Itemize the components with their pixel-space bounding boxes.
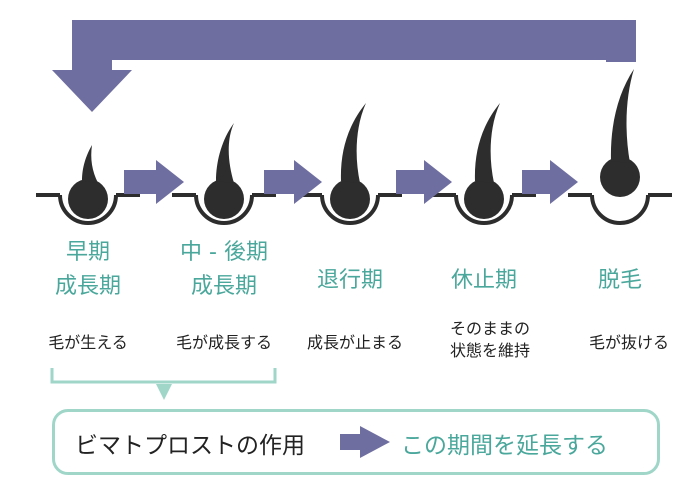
follicle-shedding: [568, 69, 672, 225]
hair-shaft: [610, 69, 634, 163]
follicle-cup: [454, 194, 514, 225]
follicle-telogen: [432, 103, 536, 225]
progress-arrow-2: [264, 160, 322, 204]
bracket-down-arrow: [156, 384, 172, 400]
phase-label-shedding: 脱毛: [597, 268, 642, 293]
hair-bulb: [600, 157, 640, 197]
phase-label-telogen: 休止期: [450, 268, 517, 293]
hair-bulb: [68, 179, 108, 219]
result-label: この期間を延長する: [401, 433, 608, 459]
stage-desc-catagen: 成長が止まる: [306, 333, 403, 352]
effect-arrow: [340, 426, 390, 458]
hair-shaft: [82, 145, 98, 183]
hair-shaft: [216, 123, 234, 183]
hair-shaft: [340, 103, 366, 183]
cycle-return-arrow: [52, 40, 606, 112]
stage-desc-telogen: そのままの 状態を維持: [449, 319, 530, 360]
progress-arrow-4: [522, 160, 578, 204]
hair-bulb: [204, 179, 244, 219]
stage-desc-early-growth: 毛が生える: [48, 333, 128, 352]
follicle-cup: [194, 194, 254, 225]
follicle-cup: [320, 194, 380, 225]
hair-bulb: [330, 179, 370, 219]
stage-desc-shedding: 毛が抜ける: [588, 333, 669, 352]
phase-label-mid-late-growth: 中 - 後期 成長期: [180, 240, 268, 299]
effect-label: ビマトプロストの作用: [75, 433, 305, 459]
hair-shaft: [474, 103, 500, 183]
follicle-cup: [58, 194, 118, 225]
progress-arrow-3: [396, 160, 452, 204]
follicle-mid-late-growth: [172, 123, 276, 225]
phase-label-early-growth: 早期 成長期: [54, 240, 121, 299]
hair-bulb: [464, 179, 504, 219]
follicle-cup: [590, 194, 650, 225]
growth-phase-bracket: [50, 368, 277, 384]
stage-desc-mid-late-growth: 毛が成長する: [175, 333, 272, 352]
progress-arrow-1: [124, 160, 184, 204]
phase-label-catagen: 退行期: [316, 268, 383, 293]
follicle-catagen: [298, 103, 402, 225]
follicle-early-growth: [36, 145, 140, 225]
summary-box: ビマトプロストの作用 この期間を延長する: [52, 409, 660, 475]
cycle-return-arrow-top: [72, 20, 636, 50]
